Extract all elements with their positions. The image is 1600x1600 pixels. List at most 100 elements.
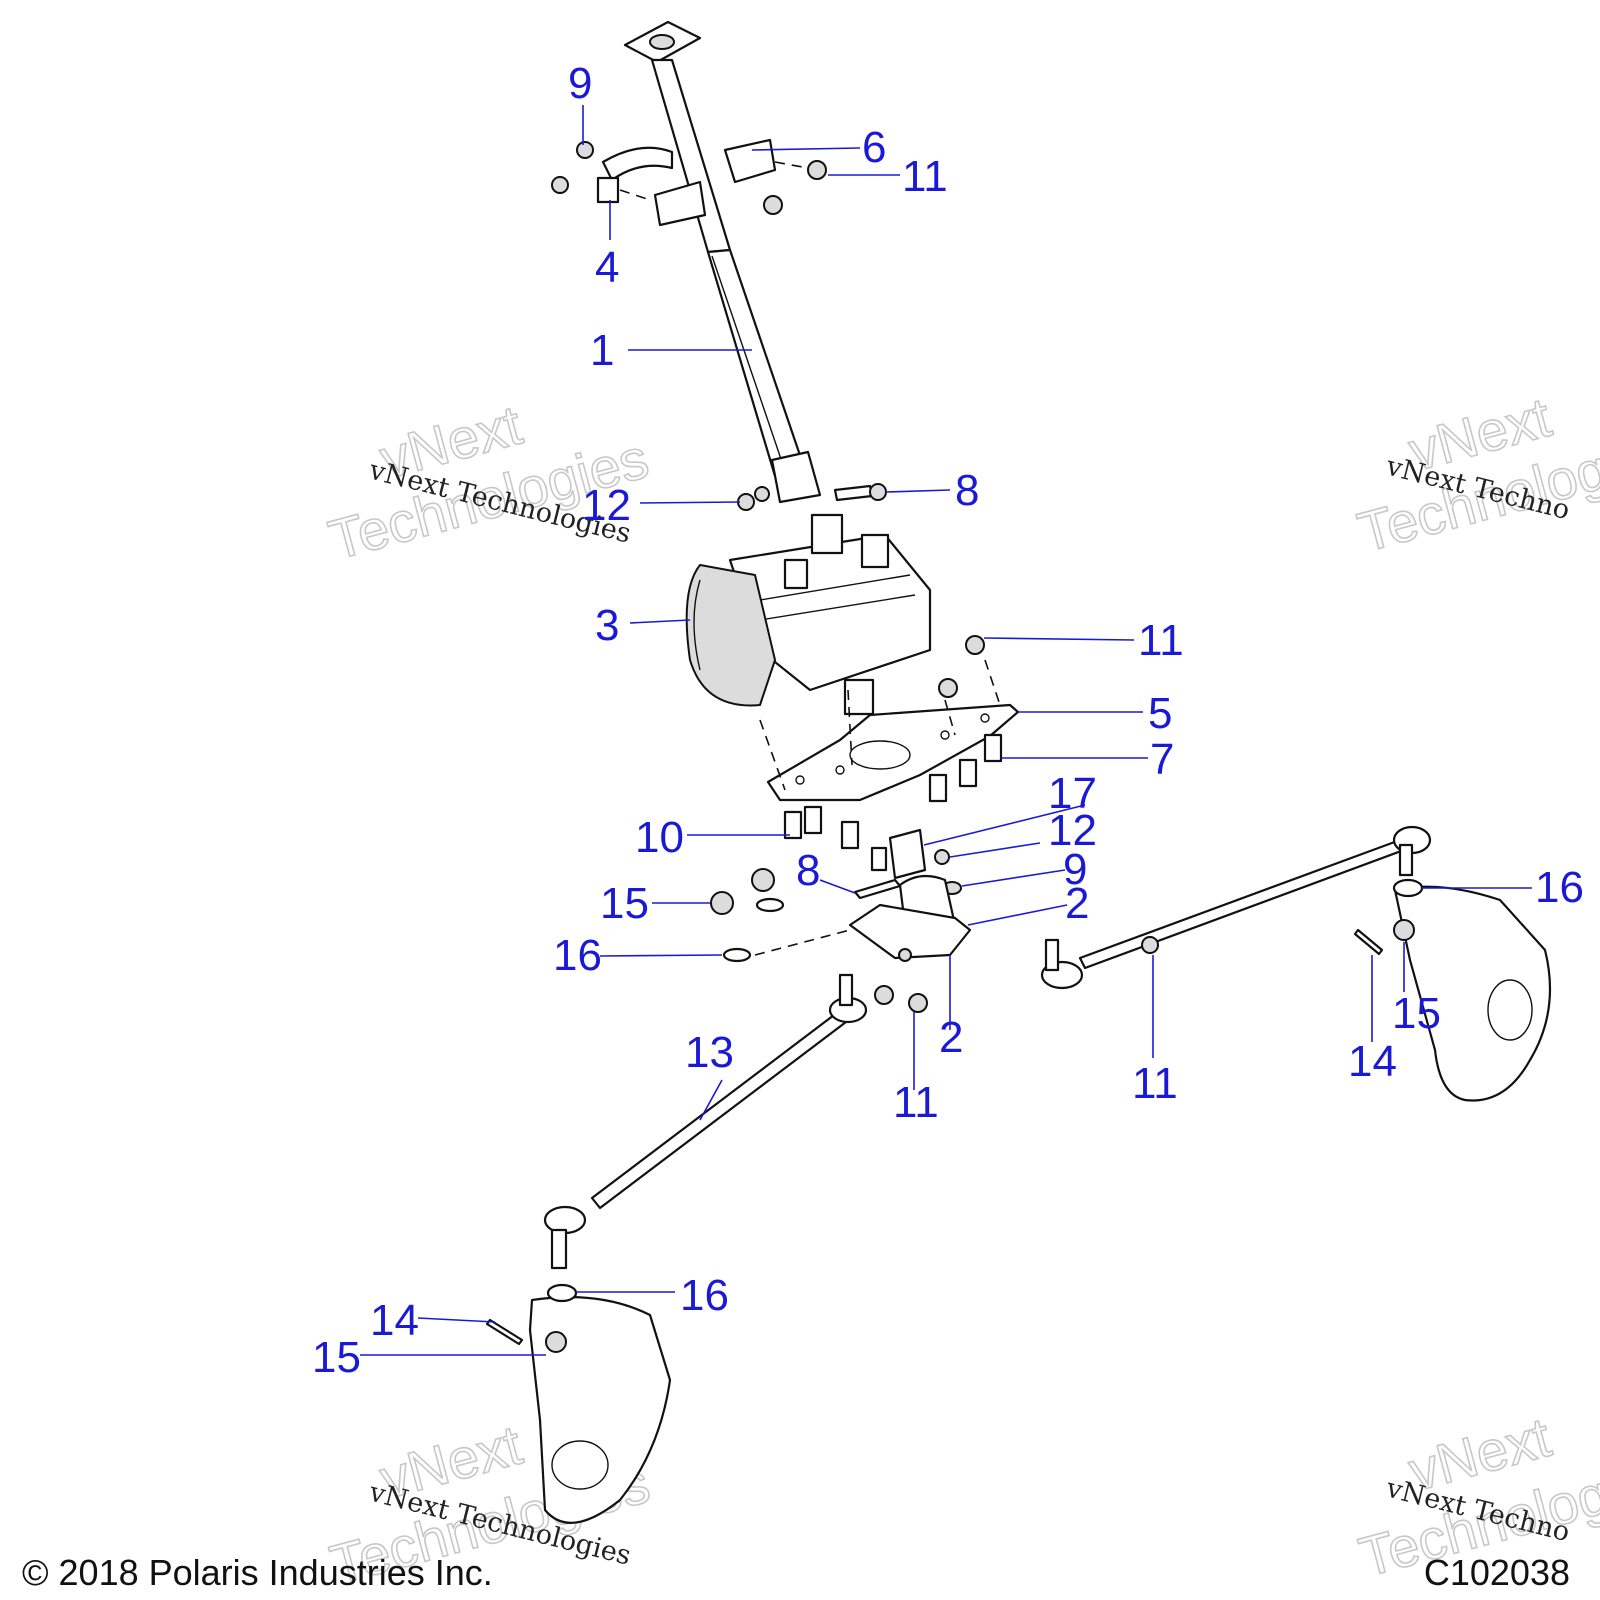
plate-5 — [766, 703, 1020, 802]
nut-11-center — [908, 993, 928, 1013]
watermark-group: vNext Technologies vNext Technologies vN… — [322, 384, 1600, 1597]
callout-12: 12 — [582, 481, 631, 530]
callout-2: 2 — [1065, 879, 1089, 928]
steering-column — [623, 20, 822, 504]
column-universal-joint — [770, 450, 822, 504]
bolt-plate — [840, 820, 860, 850]
callout-11: 11 — [1132, 1059, 1178, 1108]
gear-connector — [860, 533, 890, 569]
washer-16 — [722, 947, 752, 963]
tie-rod-right-shaft — [1078, 838, 1406, 970]
assembly-line — [754, 929, 851, 956]
nut-12-coupler — [934, 849, 950, 865]
leader-8 — [885, 489, 951, 493]
knuckle-right-bore — [1487, 979, 1533, 1041]
jam-nut-11 — [1141, 936, 1159, 954]
plate-hole — [940, 730, 950, 740]
clamp-6 — [723, 138, 777, 184]
callout-labels: 9 4 6 11 1 12 8 3 11 5 7 17 10 12 8 9 2 … — [312, 59, 1584, 1382]
leader-12 — [949, 842, 1041, 858]
nut-15-left — [545, 1331, 567, 1353]
pitman-stud — [898, 948, 912, 962]
nut-center — [751, 868, 775, 892]
gear-motor-cover — [685, 564, 776, 707]
right-tie-rod — [1040, 825, 1432, 990]
plate-hole — [835, 765, 845, 775]
tie-rod-13-inner-stud — [838, 973, 854, 1007]
leader-14 — [417, 1317, 496, 1323]
leader-16 — [599, 954, 723, 957]
callout-17: 17 — [1048, 769, 1097, 818]
steering-gear-assembly — [685, 513, 932, 716]
bolt-clamp-left — [551, 176, 569, 194]
column-highlight — [711, 255, 783, 463]
column-lower-tube — [706, 248, 807, 478]
callout-11: 11 — [902, 152, 948, 201]
callout-9: 9 — [1063, 845, 1087, 894]
clamp-4-tab — [596, 176, 620, 204]
nut-11-plate — [965, 635, 985, 655]
leader-8 — [819, 879, 856, 894]
callout-1: 1 — [590, 326, 614, 375]
bolt-9-top — [576, 141, 594, 159]
nut-clamp-lower — [763, 195, 783, 215]
gear-connector — [783, 558, 809, 590]
callout-16: 16 — [1535, 863, 1584, 912]
washer-16-right — [1392, 878, 1424, 898]
nut-plate — [938, 678, 958, 698]
plate-center-hole — [849, 740, 911, 770]
column-clamps — [551, 138, 827, 227]
nut-15-right — [1393, 919, 1415, 941]
gear-motor-cover-edge — [693, 579, 701, 671]
plate-hole — [795, 775, 805, 785]
washer-16-left — [546, 1283, 578, 1303]
pitman-arm-assembly — [848, 828, 972, 962]
callout-15: 15 — [312, 1333, 361, 1382]
figure-id: C102038 — [1423, 1552, 1570, 1593]
assembly-line — [619, 189, 651, 201]
bolt-plate — [928, 773, 948, 803]
bolt-8-head — [869, 483, 887, 501]
tie-rod-right-inner-stud — [1044, 938, 1060, 972]
nut-center-lower — [874, 985, 894, 1005]
callout-16: 16 — [553, 931, 602, 980]
knuckle-right — [1393, 885, 1552, 1102]
callout-8: 8 — [955, 466, 979, 515]
nut-15 — [710, 891, 734, 915]
callout-13: 13 — [685, 1028, 734, 1077]
bolt-8-coupler — [853, 878, 902, 900]
callout-11: 11 — [893, 1078, 939, 1127]
callout-15: 15 — [600, 879, 649, 928]
bolt-7 — [983, 733, 1003, 763]
left-steering-knuckle — [485, 1283, 672, 1524]
right-steering-knuckle — [1353, 878, 1552, 1102]
callout-16: 16 — [680, 1271, 729, 1320]
bolt-plate — [870, 846, 888, 872]
leader-9 — [961, 869, 1066, 887]
gear-housing-fins — [759, 574, 916, 621]
tie-rod-13-outer-stud — [550, 1228, 568, 1270]
callout-9: 9 — [568, 59, 592, 108]
washer-center — [755, 897, 785, 913]
callout-12: 12 — [1048, 806, 1097, 855]
bolt-10 — [803, 805, 823, 835]
plate-hole — [980, 713, 990, 723]
tie-rod-right-outer-stud — [1398, 843, 1414, 877]
gear-input-spline — [810, 513, 844, 555]
coupler-17 — [888, 828, 927, 880]
cotter-pin-14-left — [485, 1318, 524, 1346]
callout-15: 15 — [1392, 989, 1441, 1038]
center-hardware — [710, 868, 928, 1013]
nut-11-top — [807, 160, 827, 180]
clamp-4 — [601, 146, 674, 182]
callout-2: 2 — [939, 1013, 963, 1062]
clamp-lower — [653, 180, 707, 227]
pitman-arm-2 — [848, 903, 972, 960]
callout-11: 11 — [1138, 616, 1184, 665]
callout-3: 3 — [595, 601, 619, 650]
callout-14: 14 — [370, 1296, 419, 1345]
callout-10: 10 — [635, 813, 684, 862]
washer-column — [754, 486, 770, 502]
copyright-notice: © 2018 Polaris Industries Inc. — [22, 1552, 493, 1593]
